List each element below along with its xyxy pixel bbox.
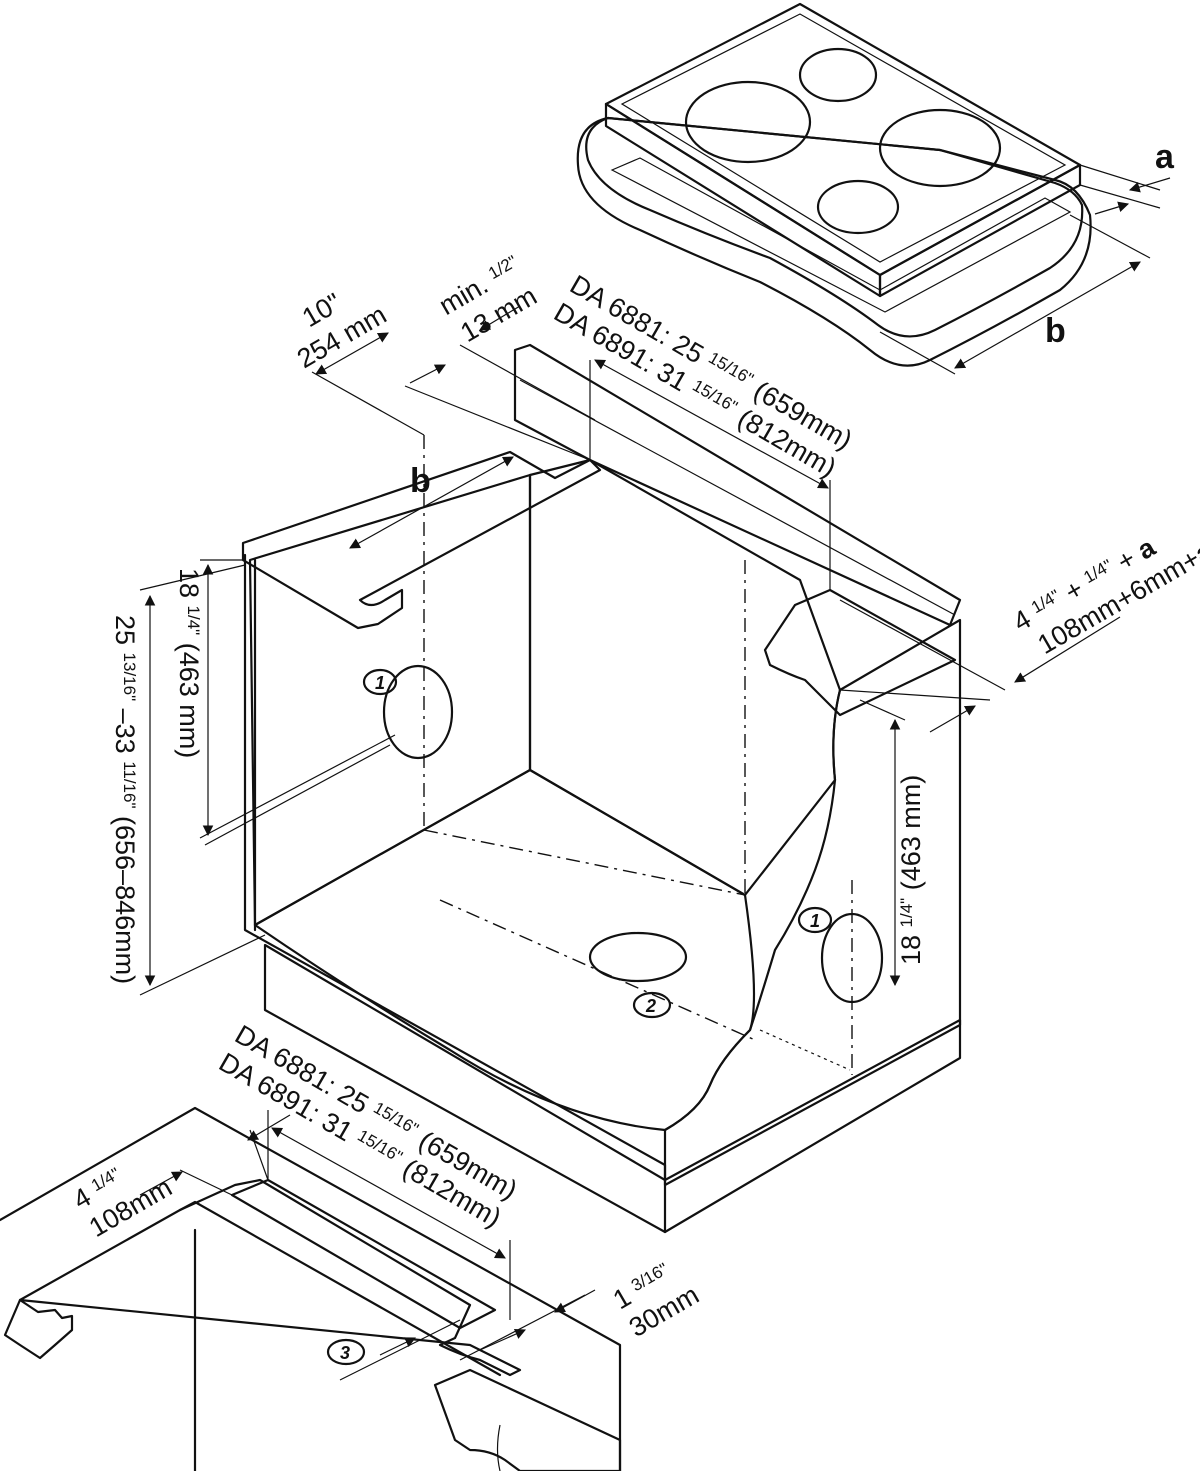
callout-3: 3	[326, 1338, 366, 1366]
cooktop-glass	[604, 2, 1082, 277]
cabinet-floor	[253, 768, 756, 1132]
countertop-detail: 4 1/4" 108mm DA 6881: 25 15/16" (659mm) …	[0, 1019, 704, 1471]
cable-hole	[382, 664, 454, 760]
svg-text:3: 3	[340, 1343, 350, 1363]
countertop-cutout-piece	[576, 116, 1092, 367]
burner	[798, 47, 878, 103]
cooktop-illustration: a b	[576, 2, 1175, 375]
burner	[816, 179, 900, 235]
svg-text:1: 1	[810, 911, 820, 931]
callout-1-right: 1	[797, 906, 833, 934]
dim-b-label-cooktop: b	[1045, 312, 1066, 350]
min-gap-label: min. 1/2" 13 mm	[430, 240, 549, 350]
burner	[684, 80, 812, 164]
burner	[878, 108, 1002, 188]
floor-hole	[588, 931, 688, 983]
svg-text:1: 1	[375, 673, 385, 693]
svg-text:2: 2	[645, 996, 656, 1016]
dim-a-label: a	[1155, 138, 1175, 176]
slot-width-label: 1 3/16" 30mm	[604, 1245, 704, 1343]
cutout-width-top-label: DA 6881: 25 15/16" (659mm) DA 6891: 31 1…	[549, 269, 864, 487]
callout-2: 2	[632, 991, 672, 1019]
front-offset-label: 4 1/4" + 1/4" + a 108mm+6mm+a	[1008, 507, 1200, 664]
callout-1-left: 1	[362, 668, 398, 696]
total-height-label: 25 13/16" –33 11/16" (656–846mm)	[110, 615, 140, 984]
detail-cutout-width-label: DA 6881: 25 15/16" (659mm) DA 6891: 31 1…	[214, 1019, 529, 1237]
right-height-label: 18 1/4" (463 mm)	[896, 775, 926, 965]
slot-opening	[230, 1178, 497, 1330]
cabinet-interior-back	[528, 458, 842, 897]
detail-offset-label: 4 1/4" 108mm	[64, 1137, 177, 1243]
back-gap-label: 10" 254 mm	[276, 271, 392, 374]
countertop-right-piece	[763, 588, 957, 717]
dim-b-label-cabinet: b	[410, 462, 431, 500]
left-height-label: 18 1/4" (463 mm)	[174, 568, 204, 758]
cabinet-interior-left	[248, 473, 532, 927]
